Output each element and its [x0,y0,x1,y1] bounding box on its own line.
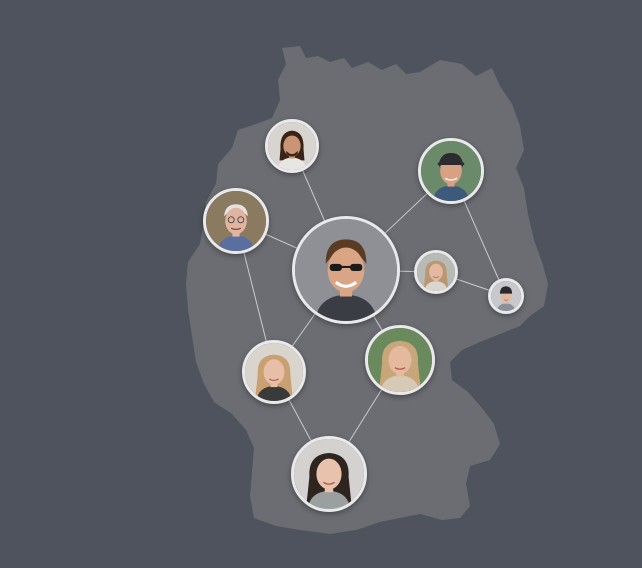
avatar-woman-blonde-icon [417,253,455,291]
avatar-node-woman-smiling-right[interactable] [414,250,458,294]
avatar-older-man-icon [206,191,266,251]
avatar-woman-dark-hair-icon [294,439,364,509]
avatar-node-woman-beanie[interactable] [488,278,524,314]
avatar-node-man-long-hair[interactable] [265,119,319,173]
avatar-node-woman-dark-hair[interactable] [291,436,367,512]
avatar-woman-blonde-icon [368,328,432,392]
avatar-woman-beanie-icon [491,281,521,311]
avatar-woman-blonde-icon [245,343,303,401]
avatar-man-cap-icon [421,141,481,201]
avatar-node-woman-outdoor[interactable] [365,325,435,395]
avatar-man-sunglasses-icon [295,219,397,321]
avatar-man-long-hair-icon [268,122,316,170]
avatar-node-man-cap[interactable] [418,138,484,204]
avatar-node-center-man-sunglasses[interactable] [292,216,400,324]
avatar-node-older-man-glasses[interactable] [203,188,269,254]
avatar-node-woman-blonde-left[interactable] [242,340,306,404]
